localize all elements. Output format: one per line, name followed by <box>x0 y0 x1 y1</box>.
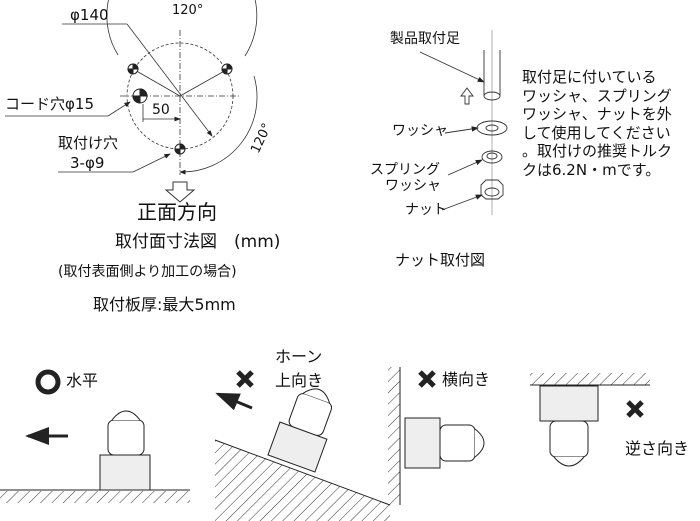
sideways-label: 横向き <box>442 370 491 389</box>
lamp-horn-up <box>267 388 333 473</box>
outer-diameter-label: φ140 <box>70 6 109 24</box>
instruction-line: して使用してください <box>522 123 671 142</box>
ok-circle-icon <box>35 369 61 395</box>
holes <box>127 63 233 155</box>
x-icon <box>418 370 436 388</box>
nut-drawing-title: ナット取付図 <box>395 251 486 269</box>
offset-label: 50 <box>152 102 170 118</box>
mount-hole-size: 3-φ9 <box>70 154 105 172</box>
cord-hole-label: コード穴φ15 <box>5 95 94 113</box>
mounting-face-drawing <box>5 0 258 203</box>
front-direction-label: 正面方向 <box>137 200 217 224</box>
orientation-drawings <box>0 367 650 521</box>
x-icon <box>236 370 254 388</box>
lamp-upright <box>99 410 151 491</box>
lamp-sideways <box>404 417 485 469</box>
plate-thickness: 取付板厚:最大5mm <box>93 295 236 314</box>
instruction-line: ワッシャ、ナットを外 <box>522 105 672 123</box>
mount-face-title: 取付面寸法図 (mm) <box>115 232 281 252</box>
instruction-line: クは6.2N・mです。 <box>522 160 661 179</box>
horn-up-label-1: ホーン <box>275 347 323 366</box>
spring-washer-label-1: スプリング <box>370 162 440 178</box>
horn-up-label-2: 上向き <box>275 371 324 390</box>
washer-label: ワッシャ <box>392 123 448 139</box>
instruction-line: 取付足に付いている <box>522 68 657 86</box>
upside-down-label: 逆さ向き <box>625 439 690 458</box>
machining-note: (取付表面側より加工の場合) <box>58 264 237 280</box>
nut-label: ナット <box>405 202 447 218</box>
horizontal-label: 水平 <box>66 371 99 390</box>
x-icon <box>626 400 644 418</box>
angle-top-label: 120° <box>172 3 204 18</box>
nut-assembly-drawing <box>419 30 508 215</box>
lamp-upside-down <box>539 385 599 467</box>
instruction-line: ワッシャ、スプリング <box>522 86 672 105</box>
instruction-line: 。取付けの推奨トルク <box>522 142 673 160</box>
mount-hole-label: 取付け穴 <box>58 134 119 152</box>
instruction-text: 取付足に付いている ワッシャ、スプリング ワッシャ、ナットを外 して使用してくだ… <box>522 68 672 179</box>
foot-label: 製品取付足 <box>390 31 460 47</box>
spring-washer-label-2: ワッシャ <box>385 178 441 194</box>
